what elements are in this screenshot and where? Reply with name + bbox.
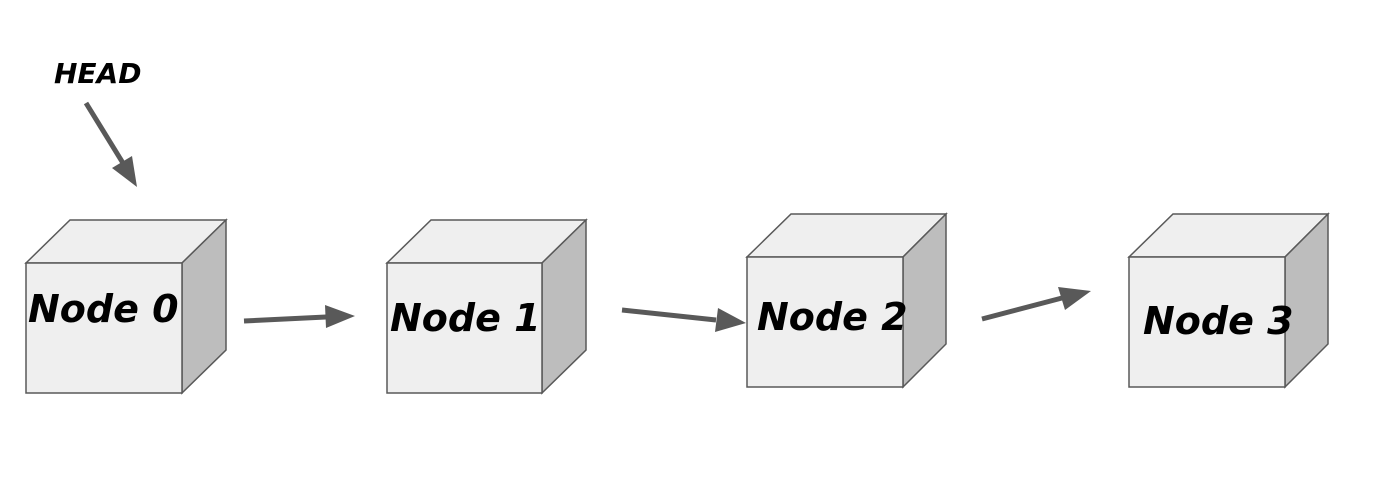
node-0-cube: Node 0 <box>24 218 228 395</box>
cube-front-face <box>1128 256 1286 388</box>
node-0-label: Node 0 <box>28 287 179 331</box>
node-2-cube: Node 2 <box>745 212 948 389</box>
node-1-label: Node 1 <box>390 296 541 340</box>
cube-front-face <box>746 256 904 388</box>
next-pointer-arrow-2 <box>981 287 1091 322</box>
head-pointer-arrow <box>83 101 137 187</box>
node-3-label: Node 3 <box>1143 299 1294 343</box>
next-pointer-arrow-0 <box>243 305 355 328</box>
node-2-label: Node 2 <box>757 295 908 339</box>
node-3-cube: Node 3 <box>1127 212 1330 389</box>
cube-front-face <box>386 262 543 394</box>
next-pointer-arrow-1 <box>621 307 746 332</box>
cube-front-face <box>25 262 183 394</box>
head-label: HEAD <box>54 57 141 90</box>
node-1-cube: Node 1 <box>385 218 588 395</box>
